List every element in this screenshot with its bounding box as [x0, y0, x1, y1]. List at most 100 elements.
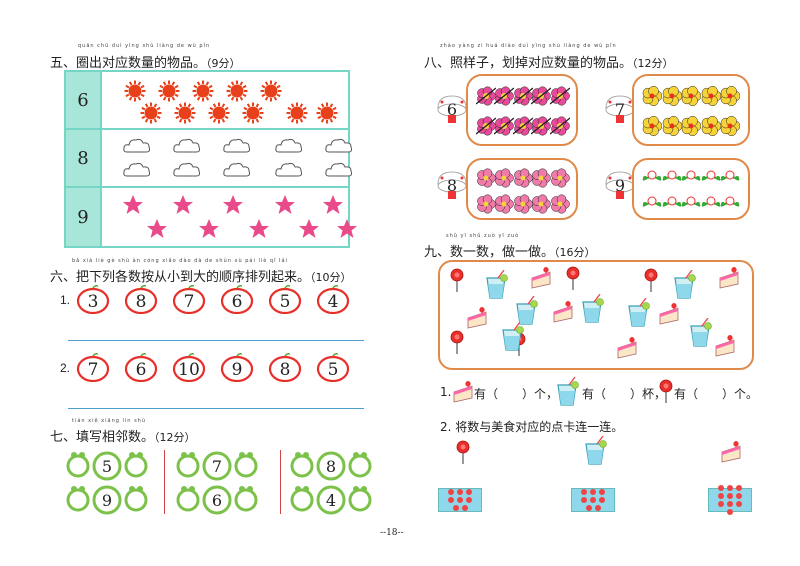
flower-box[interactable] [466, 74, 578, 146]
mushroom-number: 8 [436, 170, 468, 206]
flower-icon [495, 194, 515, 214]
sun-icon [140, 102, 162, 124]
flower-icon [494, 116, 515, 136]
apple-icon [220, 285, 254, 314]
s5-pinyin: quān chū duì yìng shù liàng de wù pǐn [78, 43, 211, 49]
cloud-icon [173, 162, 201, 177]
q1-cake-text[interactable]: 有（ ）个， [474, 387, 559, 401]
q1-line: 1. [440, 385, 451, 399]
s9-pinyin: shǔ yī shǔ zuò yī zuò [446, 233, 520, 239]
apple-value: 7 [87, 360, 99, 380]
flower-box[interactable] [466, 158, 578, 220]
flower-icon [476, 86, 496, 106]
apple-icon [316, 285, 350, 314]
s8-pinyin: zhào yàng zi huá diào duì yìng shù liàng… [440, 43, 617, 49]
star-icon [173, 195, 193, 214]
star-icon [323, 195, 343, 214]
dot-card[interactable] [438, 488, 482, 512]
sun-items[interactable] [106, 72, 348, 128]
sun-icon [174, 102, 196, 124]
dot-card[interactable] [571, 488, 615, 512]
apple-value: 3 [87, 292, 99, 312]
cake-icon [617, 337, 637, 359]
mushroom-number: 7 [604, 94, 636, 130]
s6-pinyin: bǎ xià liè gè shù àn cóng xiǎo dào dà de… [72, 258, 288, 264]
frog-number[interactable]: 7 [176, 450, 258, 482]
flower-icon [681, 196, 701, 207]
q1-number: 1. [440, 385, 452, 399]
apple-value: 10 [178, 360, 200, 380]
sun-icon [260, 80, 282, 102]
frog-number[interactable]: 9 [66, 484, 148, 516]
flower-icon [662, 170, 682, 181]
flower-icon [514, 168, 533, 188]
separator [280, 450, 281, 514]
flower-icon [681, 86, 702, 106]
dot-card[interactable] [708, 485, 752, 515]
apple-icon [76, 285, 110, 314]
q1-lolly-text[interactable]: 有（ ）个。 [674, 387, 759, 401]
grid-row-clouds: 8 [66, 130, 353, 188]
lollipop-icon [450, 268, 464, 292]
flower-box[interactable] [632, 74, 750, 146]
flower-box[interactable] [632, 158, 750, 220]
cloud-icon [325, 162, 353, 177]
cloud-icon [275, 138, 303, 153]
sun-icon [226, 80, 248, 102]
page-number: --18-- [380, 528, 404, 538]
flower-icon [701, 196, 721, 207]
apple-number: 5 [268, 284, 302, 314]
answer-line-1[interactable] [68, 340, 364, 341]
cake-icon [467, 307, 487, 329]
s9-points: （16分） [554, 246, 596, 259]
frog-icon [290, 485, 372, 515]
apple-value: 5 [327, 360, 339, 380]
apple-number: 7 [76, 352, 110, 382]
flower-icon [662, 116, 682, 136]
frog-number[interactable]: 4 [290, 484, 372, 516]
apple-icon [316, 353, 350, 382]
s5-points: （9分） [206, 57, 241, 70]
s9-title: 九、数一数，做一做。（16分） [424, 241, 596, 260]
cake-icon [719, 267, 739, 289]
flower-icon [476, 116, 496, 136]
apple-value: 7 [183, 292, 195, 312]
apple-number: 6 [220, 284, 254, 314]
s7-title: 七、填写相邻数。（12分） [50, 426, 196, 445]
s6-points: （10分） [310, 271, 352, 284]
frog-number[interactable]: 6 [176, 484, 258, 516]
food-scene [438, 260, 754, 370]
frog-number[interactable]: 8 [290, 450, 372, 482]
flower-icon [642, 86, 662, 106]
cake-icon [531, 267, 551, 289]
cloud-icon [123, 138, 151, 153]
cloud-items[interactable] [106, 130, 353, 186]
frog-number[interactable]: 5 [66, 450, 148, 482]
flower-icon [642, 196, 662, 207]
flower-icon [721, 116, 741, 136]
drink-icon [582, 294, 604, 323]
star-items[interactable] [106, 188, 357, 246]
counting-grid: 6 8 9 [64, 70, 357, 248]
drink-icon [674, 270, 696, 299]
apple-icon [124, 285, 158, 314]
cake-icon [715, 335, 735, 357]
answer-line-2[interactable] [68, 408, 364, 409]
s8-points: （12分） [632, 57, 674, 70]
row-number: 9 [66, 188, 102, 246]
apple-number: 9 [220, 352, 254, 382]
flower-icon [550, 168, 570, 188]
q1-drink-text[interactable]: 有（ ）杯， [582, 387, 667, 401]
s5-title-text: 五、圈出对应数量的物品。 [50, 56, 207, 71]
s7-pinyin: tián xiě xiāng lín shù [72, 418, 147, 424]
flower-icon [549, 86, 570, 106]
drink-icon [502, 322, 524, 351]
apple-number: 3 [76, 284, 110, 314]
s9-title-text: 九、数一数，做一做。 [424, 245, 555, 260]
apple-value: 6 [135, 360, 147, 380]
drink-icon [690, 318, 712, 347]
cloud-icon [275, 162, 303, 177]
lollipop-icon [644, 268, 658, 292]
sun-icon [316, 102, 338, 124]
star-icon [275, 195, 295, 214]
